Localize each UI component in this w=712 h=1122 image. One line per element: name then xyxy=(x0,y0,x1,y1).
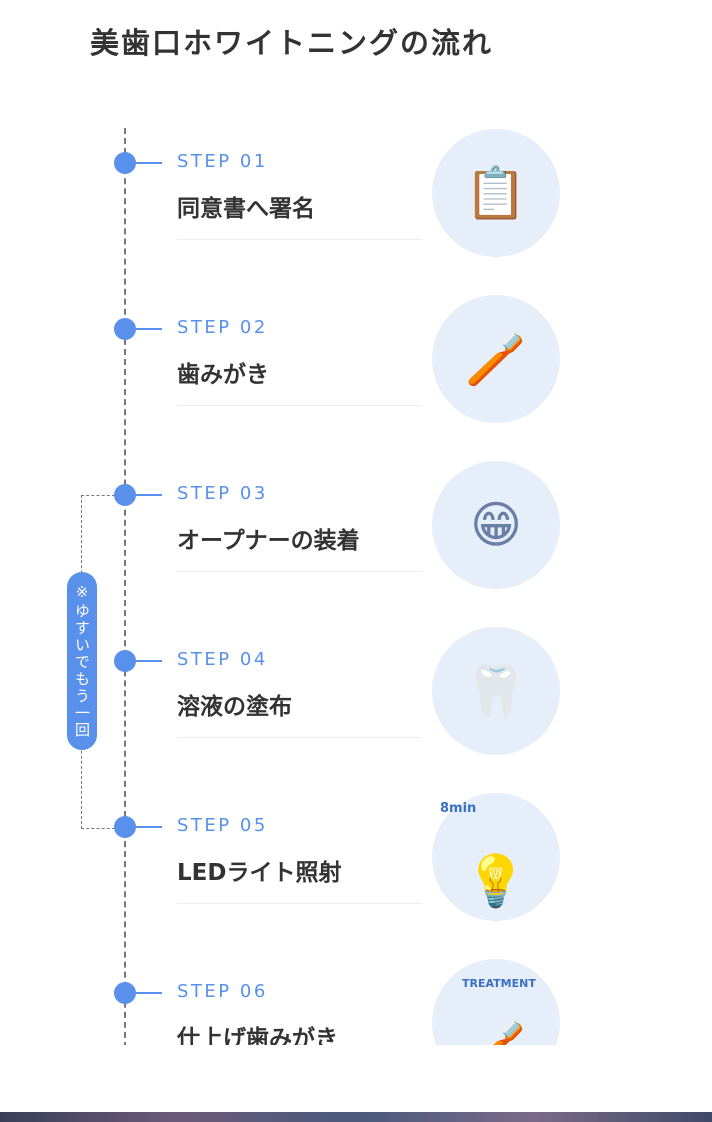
step-title: 同意書へ署名 xyxy=(177,196,315,222)
step-item: STEP 02 歯みがき 🪥 xyxy=(0,295,712,495)
step-title: 歯みがき xyxy=(177,362,269,388)
toothpaste-toothbrush-icon: 🪥 xyxy=(432,295,560,423)
step-dot xyxy=(114,982,136,1004)
divider xyxy=(177,239,422,240)
step-item: STEP 03 オープナーの装着 😁 xyxy=(0,461,712,661)
repeat-note-badge: ※ゆすいでもう一回 xyxy=(67,572,97,750)
step-dot xyxy=(114,816,136,838)
connector xyxy=(136,660,162,662)
treatment-toothbrush-icon: 🪥 xyxy=(432,959,560,1045)
step-title: 溶液の塗布 xyxy=(177,694,292,720)
steps-flow: ※ゆすいでもう一回 STEP 01 同意書へ署名 📋 STEP 02 歯みがき … xyxy=(0,128,712,1045)
step-item: STEP 05 LEDライト照射 💡 8min xyxy=(0,793,712,993)
step-dot xyxy=(114,152,136,174)
step-title: 仕上げ歯みがき xyxy=(177,1026,338,1045)
divider xyxy=(177,737,422,738)
step-dot xyxy=(114,484,136,506)
divider xyxy=(177,903,422,904)
timer-badge: 8min xyxy=(440,801,477,816)
step-label: STEP 03 xyxy=(177,483,268,504)
step-label: STEP 04 xyxy=(177,649,268,670)
step-dot xyxy=(114,650,136,672)
step-item: STEP 01 同意書へ署名 📋 xyxy=(0,129,712,329)
divider xyxy=(177,571,422,572)
step-label: STEP 06 xyxy=(177,981,268,1002)
connector xyxy=(136,494,162,496)
step-label: STEP 01 xyxy=(177,151,268,172)
bottom-strip xyxy=(0,1112,712,1122)
page-title: 美歯口ホワイトニングの流れ xyxy=(90,26,494,60)
divider xyxy=(177,405,422,406)
step-item: STEP 06 仕上げ歯みがき 🪥 TREATMENT xyxy=(0,959,712,1045)
timeline-line xyxy=(124,128,126,1045)
step-title: LEDライト照射 xyxy=(177,860,342,886)
step-label: STEP 05 xyxy=(177,815,268,836)
led-light-timer-icon: 💡 xyxy=(432,793,560,921)
connector xyxy=(136,992,162,994)
mouth-opener-face-icon: 😁 xyxy=(432,461,560,589)
treatment-badge: TREATMENT xyxy=(462,977,536,990)
step-item: STEP 04 溶液の塗布 🦷 xyxy=(0,627,712,827)
step-label: STEP 02 xyxy=(177,317,268,338)
connector xyxy=(136,826,162,828)
connector xyxy=(136,162,162,164)
teeth-spray-icon: 🦷 xyxy=(432,627,560,755)
step-title: オープナーの装着 xyxy=(177,528,360,554)
connector xyxy=(136,328,162,330)
step-dot xyxy=(114,318,136,340)
clipboard-signature-icon: 📋 xyxy=(432,129,560,257)
